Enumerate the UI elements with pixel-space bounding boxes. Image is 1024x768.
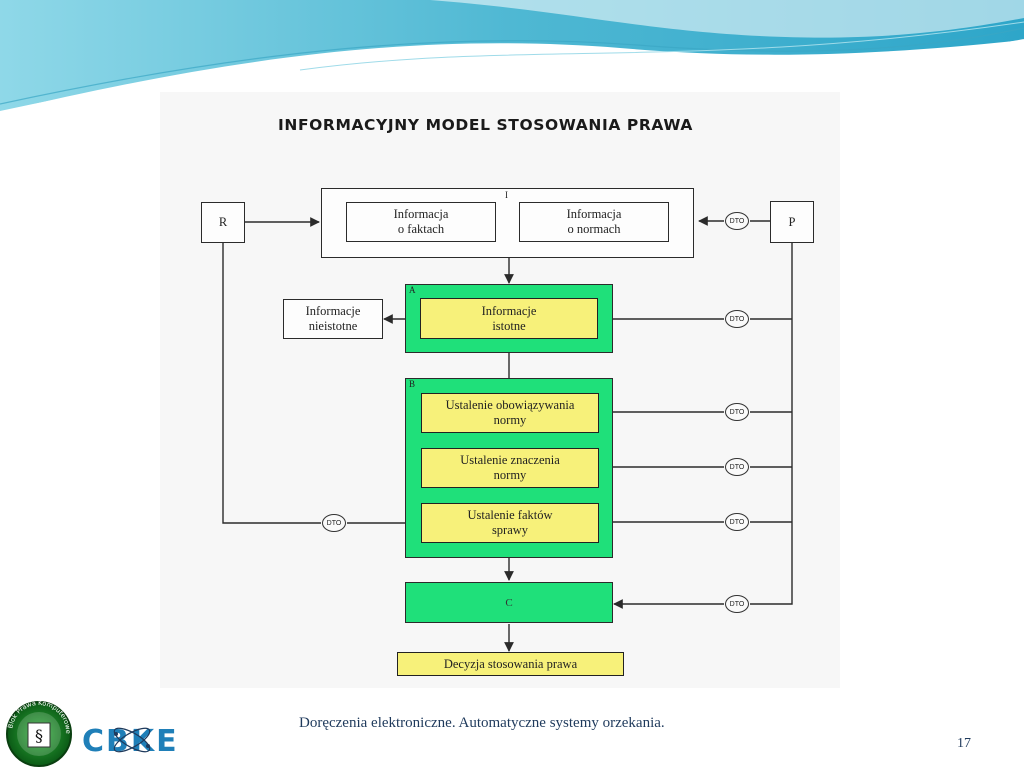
- dto-circle-i: DTO: [725, 212, 749, 230]
- page-number: 17: [957, 736, 971, 751]
- cbke-logo: CBKE: [82, 724, 179, 759]
- dto-circle-faktow: DTO: [725, 513, 749, 531]
- line-r-down: [222, 243, 321, 524]
- line-p-down: [750, 243, 793, 605]
- dto-circle-a: DTO: [725, 310, 749, 328]
- box-decyzja: Decyzja stosowania prawa: [397, 652, 624, 676]
- box-r: R: [201, 202, 245, 243]
- dto-circle-znaczenia: DTO: [725, 458, 749, 476]
- info-nieistotne-line2: nieistotne: [308, 319, 358, 333]
- label-c: C: [505, 596, 513, 609]
- dto-circle-obowiazywania: DTO: [725, 403, 749, 421]
- info-normy-line1: Informacja: [566, 207, 622, 221]
- box-info-fakty: Informacja o faktach: [346, 202, 496, 242]
- ustalenie-faktow-line2: sprawy: [491, 523, 529, 537]
- ustalenie-obowiazywania-line1: Ustalenie obowiązywania: [445, 398, 575, 412]
- info-fakty-line1: Informacja: [393, 207, 449, 221]
- label-a: A: [409, 285, 416, 295]
- box-ustalenie-obowiazywania: Ustalenie obowiązywania normy: [421, 393, 599, 433]
- dto-circle-r: DTO: [322, 514, 346, 532]
- seal-symbol: §: [35, 726, 43, 745]
- label-i: I: [505, 190, 508, 200]
- ustalenie-znaczenia-line1: Ustalenie znaczenia: [460, 453, 560, 467]
- box-ustalenie-znaczenia: Ustalenie znaczenia normy: [421, 448, 599, 488]
- box-info-nieistotne: Informacje nieistotne: [283, 299, 383, 339]
- ustalenie-znaczenia-line2: normy: [493, 468, 527, 482]
- diagram-title: INFORMACYJNY MODEL STOSOWANIA PRAWA: [278, 116, 693, 134]
- ustalenie-faktow-line1: Ustalenie faktów: [467, 508, 553, 522]
- info-nieistotne-line1: Informacje: [305, 304, 361, 318]
- label-b: B: [409, 379, 416, 389]
- block-c: C: [405, 582, 613, 623]
- seal-logo: § Blok Prawa Komputerowego: [2, 698, 72, 767]
- footer-text: Doręczenia elektroniczne. Automatyczne s…: [299, 715, 665, 731]
- dto-circle-c: DTO: [725, 595, 749, 613]
- box-p: P: [770, 201, 814, 243]
- info-normy-line2: o normach: [567, 222, 621, 236]
- info-fakty-line2: o faktach: [397, 222, 445, 236]
- box-ustalenie-faktow: Ustalenie faktów sprawy: [421, 503, 599, 543]
- info-istotne-line1: Informacje: [481, 303, 537, 318]
- ustalenie-obowiazywania-line2: normy: [493, 413, 527, 427]
- info-istotne-line2: istotne: [492, 318, 526, 333]
- header-wave: [0, 0, 1024, 113]
- box-info-istotne: Informacje istotne: [420, 298, 598, 339]
- atom-icon: [113, 727, 151, 753]
- box-info-normy: Informacja o normach: [519, 202, 669, 242]
